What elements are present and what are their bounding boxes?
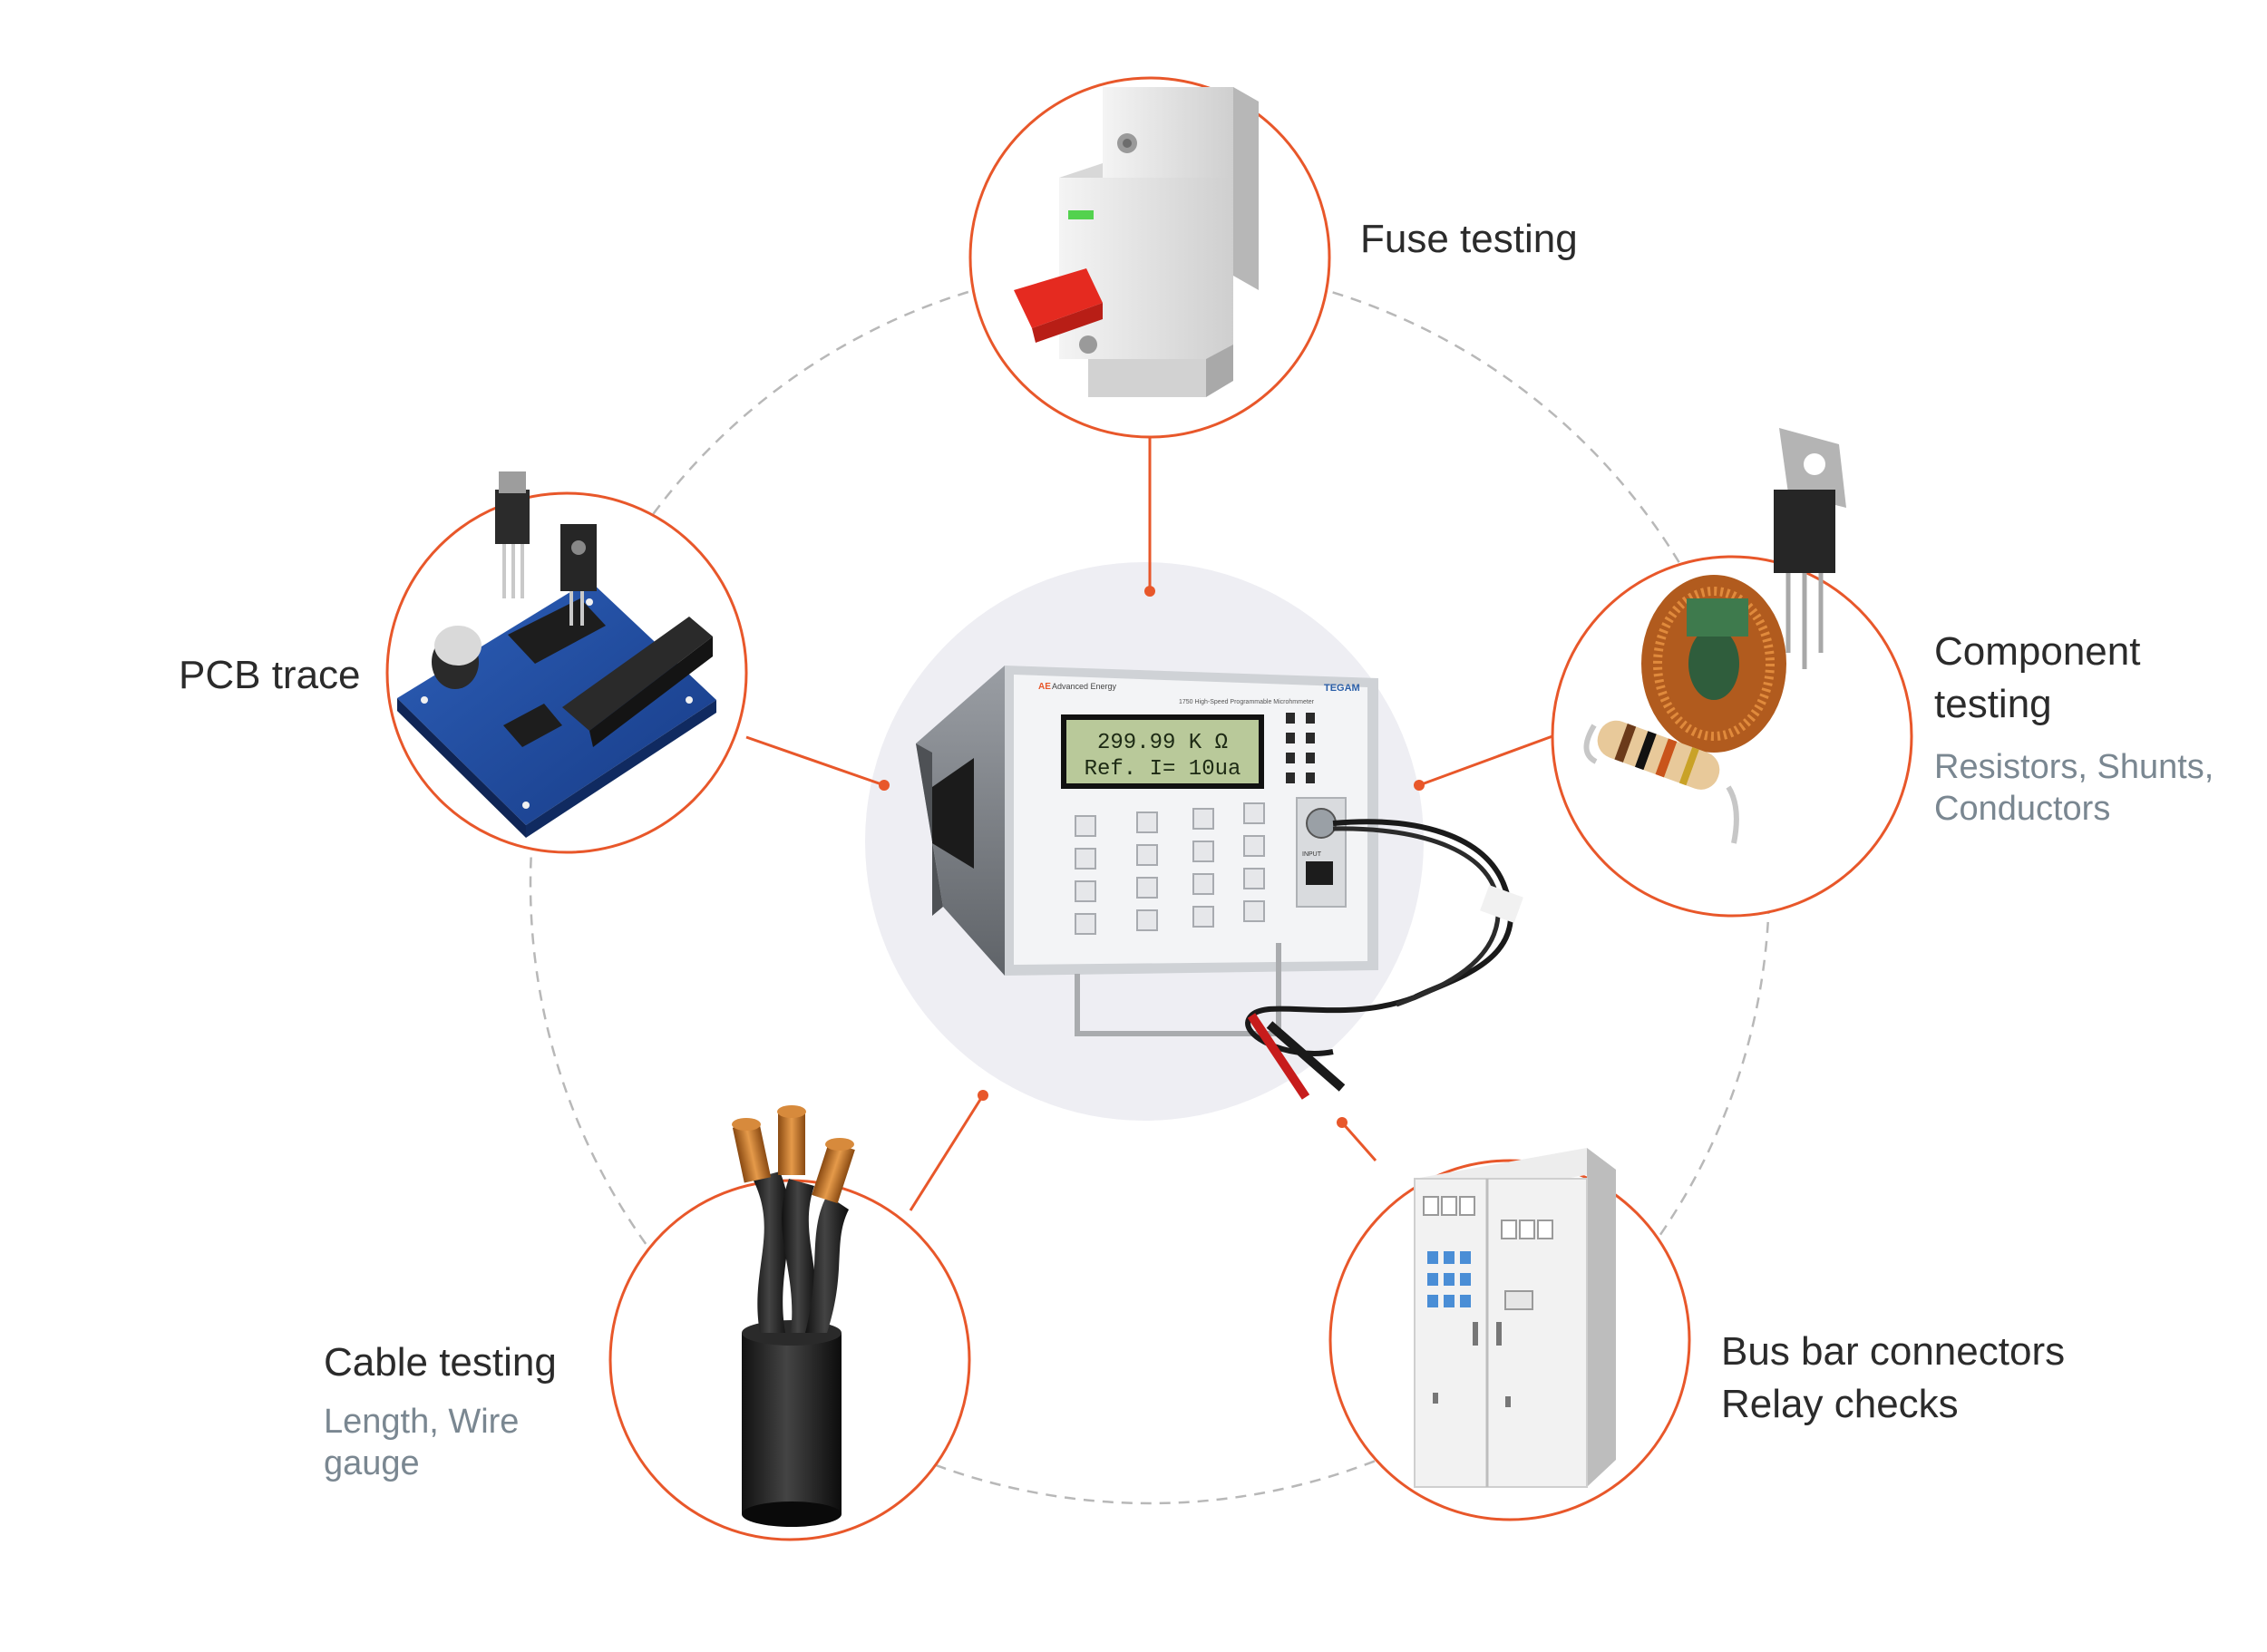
sublabel-component-line-1: Resistors, Shunts, xyxy=(1934,748,2214,786)
label-fuse: Fuse testing xyxy=(1360,213,1578,266)
label-fuse-line-1: Fuse testing xyxy=(1360,217,1578,261)
label-pcb: PCB trace xyxy=(179,649,361,702)
label-busbar: Bus bar connectors Relay checks xyxy=(1721,1326,2065,1431)
sublabel-component: Resistors, Shunts, Conductors xyxy=(1934,746,2213,830)
sublabel-cable-line-1: Length, Wire xyxy=(324,1403,520,1441)
sublabel-cable: Length, Wire gauge xyxy=(324,1401,519,1484)
display-reference: Ref. I= 10ua xyxy=(1085,757,1241,782)
label-busbar-line-1: Bus bar connectors xyxy=(1721,1329,2066,1374)
sublabel-cable-line-2: gauge xyxy=(324,1444,420,1482)
model-name: 1750 High-Speed Programmable Microhmmete… xyxy=(1179,699,1315,705)
label-component-line-2: testing xyxy=(1934,682,2052,726)
cable-image xyxy=(732,1105,855,1527)
connector-lines xyxy=(745,437,1553,1211)
dot-cable xyxy=(978,1090,988,1101)
dot-pcb xyxy=(879,780,890,791)
label-cable: Cable testing xyxy=(324,1336,557,1389)
dot-fuse xyxy=(1144,586,1155,597)
component-image xyxy=(1583,428,1846,844)
microhmmeter-image xyxy=(916,666,1523,1100)
display-reading: 299.99 K Ω xyxy=(1097,731,1228,755)
sublabel-component-line-2: Conductors xyxy=(1934,790,2111,828)
connector-dots xyxy=(879,586,1425,1128)
dot-component xyxy=(1414,780,1425,791)
connector-cable xyxy=(909,1094,985,1211)
brand-name: Advanced Energy xyxy=(1052,682,1117,691)
maker-name: TEGAM xyxy=(1324,683,1360,694)
pcb-image xyxy=(397,471,716,838)
connector-busbar xyxy=(1340,1122,1377,1161)
breaker-image xyxy=(1014,87,1259,397)
input-port-label: INPUT xyxy=(1302,851,1322,858)
label-busbar-line-2: Relay checks xyxy=(1721,1382,1959,1426)
label-component: Component testing xyxy=(1934,626,2140,731)
dot-busbar xyxy=(1337,1117,1348,1128)
label-cable-line-1: Cable testing xyxy=(324,1340,557,1385)
brand-logo-mark: AE xyxy=(1038,682,1051,692)
cabinet-image xyxy=(1414,1148,1616,1488)
connector-component xyxy=(1418,734,1553,787)
label-component-line-1: Component xyxy=(1934,629,2141,674)
label-pcb-line-1: PCB trace xyxy=(179,653,361,697)
connector-pcb xyxy=(745,735,885,787)
